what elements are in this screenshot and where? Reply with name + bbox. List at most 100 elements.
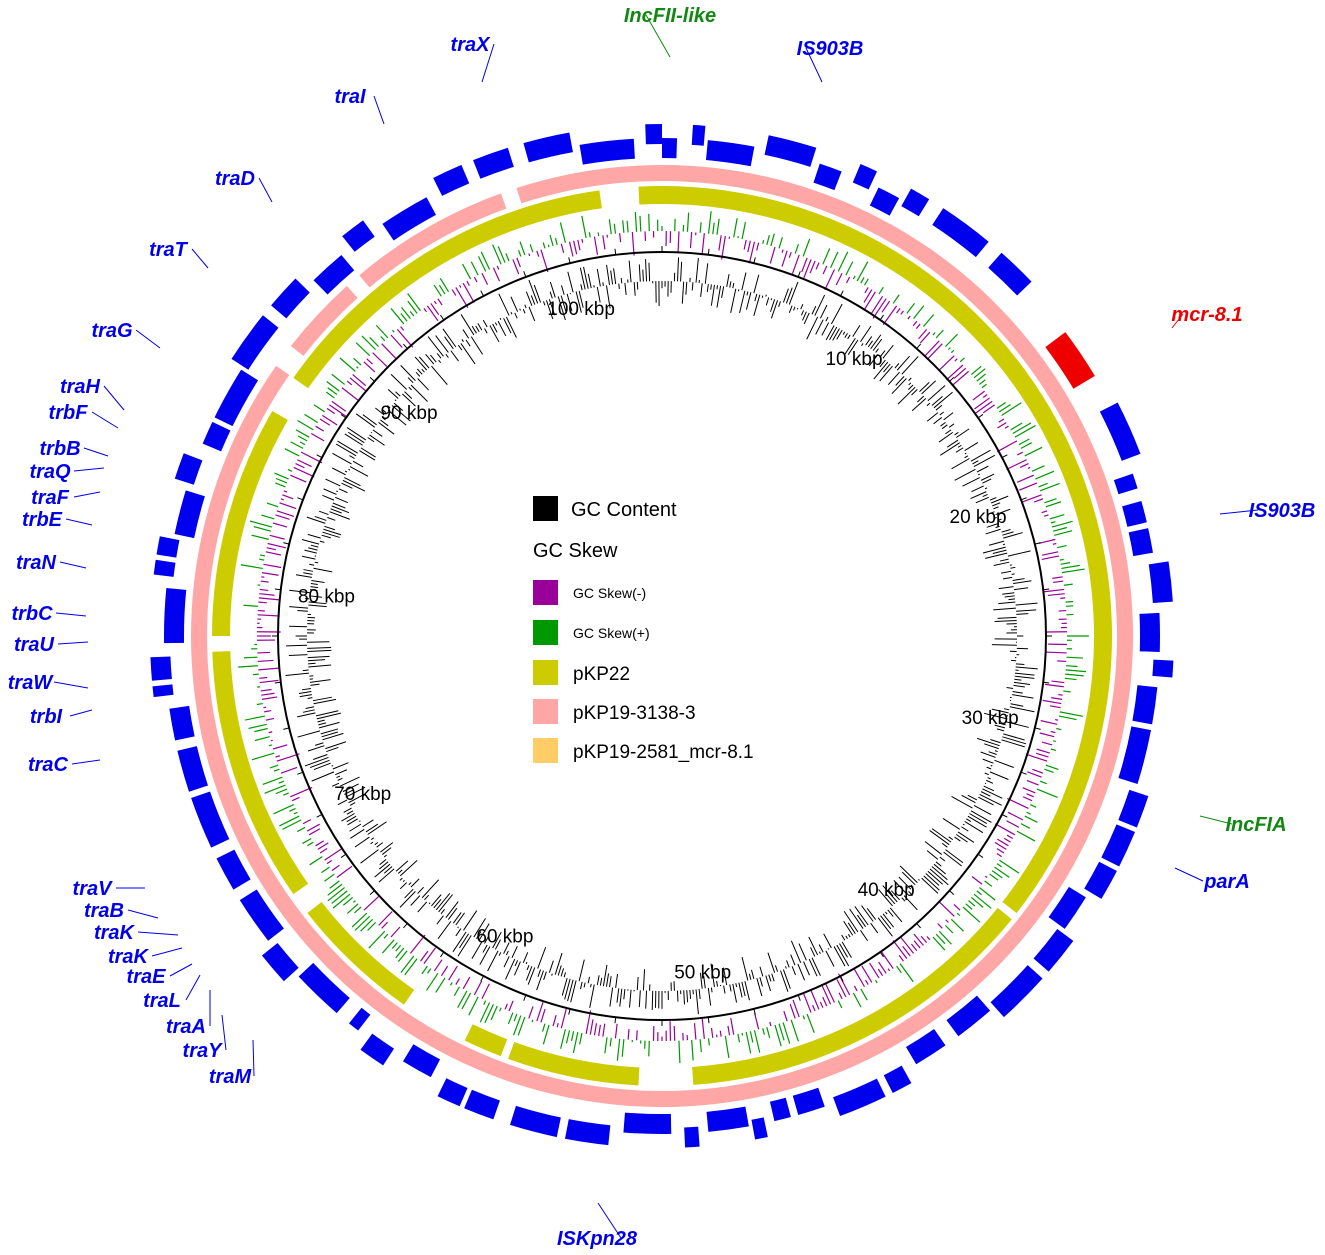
gc-content-bar — [337, 777, 343, 781]
gc-content-bar — [633, 282, 636, 296]
backbone-circle — [277, 251, 1047, 1021]
gc-skew-bar — [287, 468, 293, 472]
gc-content-bar — [307, 649, 332, 652]
gc-skew-bar — [856, 261, 869, 282]
gc-skew-bar — [838, 973, 851, 996]
gc-content-bar — [782, 969, 791, 989]
gc-content-bar — [980, 791, 991, 797]
gc-skew-bar — [1043, 588, 1065, 593]
gc-skew-bar — [309, 856, 323, 866]
gc-content-bar — [1002, 531, 1014, 536]
gc-skew-bar — [331, 890, 348, 904]
gc-content-bar — [397, 869, 403, 874]
gene-label: traK — [94, 922, 136, 944]
gc-content-bar — [628, 260, 632, 283]
gc-content-bar — [416, 368, 423, 375]
gc-skew-bar — [542, 1023, 546, 1032]
gc-content-bar — [933, 391, 953, 409]
gc-skew-bar — [976, 373, 986, 382]
gc-content-bar — [399, 882, 407, 890]
gc-content-bar — [841, 941, 852, 958]
gc-skew-bar — [462, 263, 472, 280]
gene-label-leader — [135, 329, 161, 349]
gc-content-bar — [331, 505, 350, 514]
gc-content-bar — [964, 455, 969, 459]
gc-skew-bar — [984, 875, 988, 878]
gc-content-bar — [954, 468, 976, 481]
gc-skew-bar — [712, 222, 715, 235]
tick-mark — [403, 923, 408, 929]
gc-skew-bar — [272, 744, 288, 750]
gc-skew-bar — [322, 414, 338, 426]
cds-feature — [662, 138, 678, 159]
cds-feature — [684, 1126, 700, 1148]
gc-content-bar — [745, 292, 752, 310]
gc-content-bar — [308, 664, 332, 668]
gc-skew-bar — [579, 1032, 583, 1045]
cds-feature — [191, 791, 230, 848]
gc-content-bar — [854, 906, 869, 926]
gc-content-bar — [1002, 736, 1027, 745]
gc-content-bar — [896, 355, 910, 371]
gc-content-bar — [738, 982, 743, 998]
gc-content-bar — [437, 921, 452, 939]
gc-content-bar — [964, 452, 967, 455]
cds-feature — [645, 124, 662, 145]
gc-content-bar — [337, 440, 358, 454]
gene-label: IS903B — [797, 38, 864, 60]
gc-skew-bar — [845, 276, 851, 284]
gc-skew-bar — [881, 300, 891, 313]
gc-skew-bar — [745, 1032, 752, 1054]
gc-skew-bar — [701, 233, 705, 255]
gc-skew-bar — [295, 429, 310, 438]
gc-content-bar — [609, 976, 612, 988]
gc-content-bar — [503, 318, 512, 334]
gc-content-bar — [997, 616, 1017, 619]
gc-skew-bar — [809, 989, 820, 1010]
gc-skew-bar — [802, 1015, 806, 1020]
gc-content-bar — [878, 889, 893, 907]
gc-content-bar — [680, 261, 683, 282]
gc-content-bar — [1015, 602, 1038, 606]
gc-content-bar — [525, 291, 533, 306]
gc-content-bar — [370, 431, 373, 434]
gc-skew-bar — [1065, 605, 1074, 607]
gc-content-bar — [948, 836, 954, 841]
gc-content-bar — [350, 828, 365, 839]
gc-content-bar — [879, 359, 886, 368]
cds-feature — [164, 587, 187, 644]
gc-content-bar — [836, 944, 850, 967]
gc-skew-bar — [892, 294, 900, 304]
gc-skew-bar — [339, 357, 356, 372]
gc-content-bar — [331, 782, 340, 787]
gc-skew-bar — [581, 238, 584, 243]
gc-skew-bar — [1053, 526, 1068, 532]
tick-mark — [797, 994, 801, 1001]
ring-segment-pKP19-3138-3 — [516, 165, 662, 204]
gc-skew-bar — [1017, 451, 1024, 456]
gene-label-leader — [191, 248, 209, 269]
gc-skew-bar — [737, 1033, 741, 1043]
gc-content-bar — [935, 404, 943, 411]
gc-skew-bar — [852, 275, 856, 280]
tick-mark — [977, 853, 984, 858]
gc-skew-bar — [896, 965, 902, 974]
gc-skew-bar — [536, 1002, 544, 1022]
gc-content-bar — [842, 331, 846, 335]
gc-skew-bar — [598, 1024, 601, 1037]
cds-feature — [564, 1119, 611, 1146]
gc-content-bar — [761, 295, 764, 298]
gc-skew-bar — [354, 915, 371, 931]
gc-skew-bar — [686, 212, 690, 232]
tick-mark — [1001, 814, 1008, 818]
gc-skew-bar — [820, 984, 832, 1005]
kbp-scale-label: 100 kbp — [547, 299, 615, 320]
gc-skew-bar — [635, 1030, 638, 1041]
tick-mark — [753, 1008, 756, 1015]
cds-feature — [523, 132, 573, 163]
gc-skew-bar — [945, 919, 949, 923]
gc-skew-bar — [973, 893, 992, 909]
gc-skew-bar — [1001, 402, 1022, 416]
gc-content-bar — [367, 821, 387, 835]
